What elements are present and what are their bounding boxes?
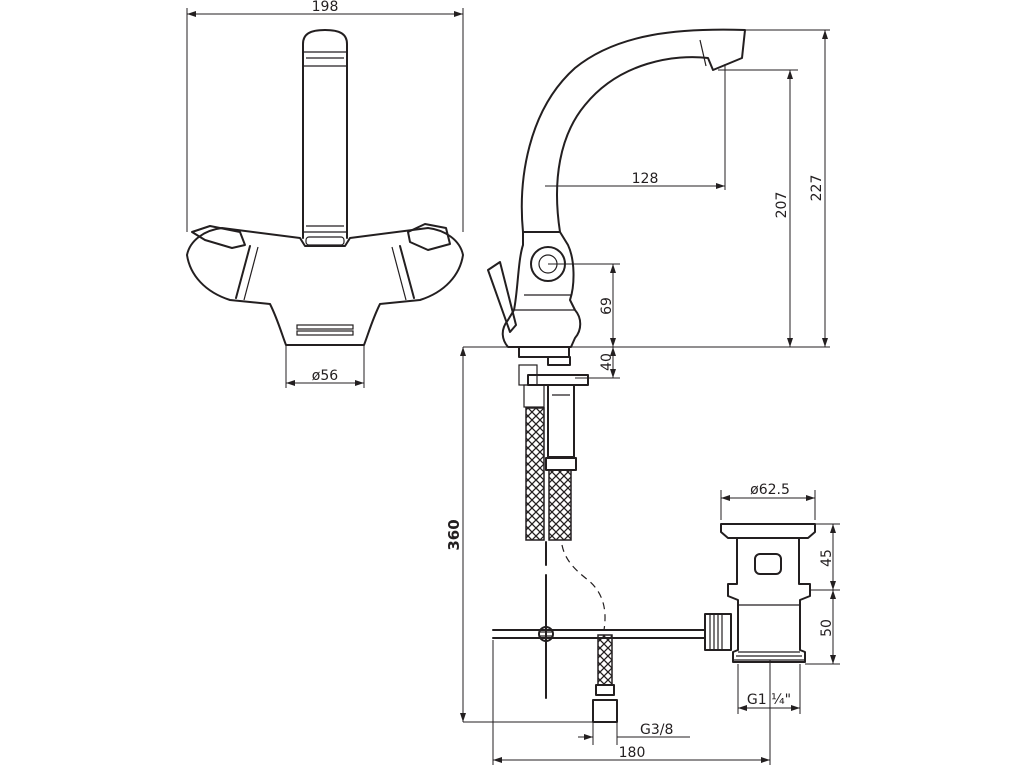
dim-180-label: 180 [619,745,646,761]
dim-g38-label: G3/8 [640,722,673,738]
dim-69-label: 69 [599,297,615,315]
dim-40-label: 40 [599,353,615,371]
front-spout [302,29,348,239]
side-body [501,231,582,348]
waste-body [727,537,811,663]
front-body [186,227,464,346]
dim-45-label: 45 [819,549,835,567]
waste-view: ø62.5 45 50 G1 ¼" [704,482,840,714]
front-view: 198 ø56 [186,0,464,388]
side-lever [487,261,517,333]
dim-227-label: 227 [809,175,825,202]
dim-360-label: 360 [445,519,463,550]
hose-right [548,469,572,541]
hose-left [525,407,545,541]
dim-207-label: 207 [774,192,790,219]
dim-128-label: 128 [632,171,659,187]
dim-50-label: 50 [819,619,835,637]
dim-base-dia-label: ø56 [312,368,338,384]
thread-lines [734,651,804,661]
dim-198-label: 198 [312,0,339,15]
side-spout [520,28,746,233]
hose-lower [597,634,613,686]
dim-waste-dia-label: ø62.5 [750,482,790,498]
side-view: 69 128 207 227 40 [445,28,830,765]
dim-g114-label: G1 ¼" [747,692,791,708]
